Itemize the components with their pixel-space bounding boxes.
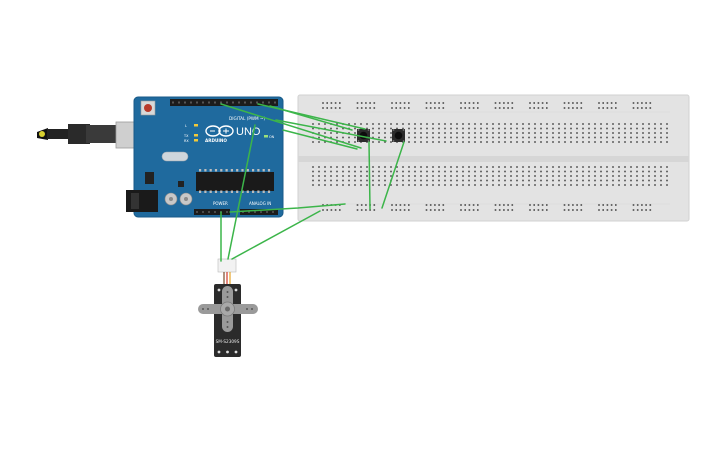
wire-digital-to-lower-row <box>282 129 358 150</box>
brand-label: ARDUINO <box>205 138 227 143</box>
servo-horn-icon <box>198 286 258 332</box>
regulator-chip <box>145 172 154 184</box>
wire-digital-to-row <box>269 105 353 131</box>
wire-5v-to-breadboard-rail <box>229 203 346 213</box>
wire-button1-to-gnd <box>368 141 371 210</box>
atmega-chip <box>196 169 274 193</box>
wire-servo-gnd-to-rail <box>231 210 321 260</box>
usb-cable-icon <box>37 121 147 149</box>
capacitors <box>164 192 193 206</box>
led-l-label: L <box>185 124 187 128</box>
small-chip <box>178 181 184 187</box>
breadboard[interactable] <box>297 94 690 222</box>
bottom-header-pins <box>196 211 274 213</box>
led-rx-label: RX <box>184 139 189 143</box>
digital-header-pins <box>172 101 276 104</box>
pushbutton-2[interactable] <box>392 129 405 142</box>
analog-label: ANALOG IN <box>249 201 271 206</box>
arduino-uno-board[interactable]: DIGITAL (PWM ~) POWER ANALOG IN UNO ARDU… <box>37 96 284 218</box>
arduino-logo-icon <box>205 125 234 137</box>
wires <box>220 103 405 262</box>
reset-button-icon[interactable] <box>140 100 156 116</box>
model-label: UNO <box>236 126 261 138</box>
wire-servo-signal-to-digital <box>227 124 256 260</box>
status-leds: L TX RX ON <box>183 124 275 143</box>
wire-button2-to-gnd <box>381 141 405 209</box>
led-tx-label: TX <box>183 134 189 138</box>
wire-digital-to-button1 <box>220 103 362 149</box>
micro-servo[interactable]: SM-S2309S <box>198 258 258 357</box>
dc-jack-icon <box>126 190 158 212</box>
crystal <box>161 151 189 162</box>
digital-header <box>170 99 278 106</box>
analog-header <box>240 209 278 215</box>
power-header <box>194 209 230 215</box>
servo-model-label: SM-S2309S <box>216 339 240 344</box>
led-on-label: ON <box>269 135 275 139</box>
power-label: POWER <box>213 201 228 206</box>
wire-digital-to-button2 <box>275 119 387 142</box>
digital-label: DIGITAL (PWM ~) <box>229 116 265 121</box>
breadboard-holes <box>312 102 668 211</box>
